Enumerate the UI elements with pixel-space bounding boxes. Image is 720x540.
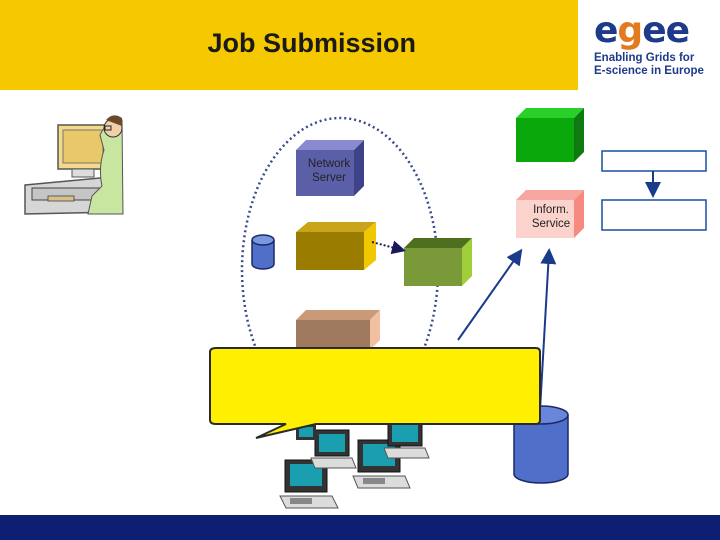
computing-element-icon	[279, 419, 430, 509]
header-bar: Job Submission	[0, 0, 578, 90]
footer-bar	[0, 515, 720, 540]
logo-tagline: Enabling Grids for E-science in Europe	[594, 52, 704, 77]
information-service-box	[516, 190, 584, 238]
information-service-label: Inform. Service	[531, 204, 571, 230]
network-server-box	[296, 140, 364, 196]
logging-service-box	[296, 310, 380, 350]
job-controller-box	[404, 238, 472, 286]
page-title: Job Submission	[207, 28, 416, 58]
callout-bubble	[209, 347, 541, 439]
arrow-to-information-service	[457, 248, 523, 341]
workload-manager-box	[296, 222, 376, 270]
resource-box	[516, 108, 584, 162]
database-icon	[251, 234, 275, 270]
egee-logo: egee Enabling Grids for E-science in Eur…	[578, 0, 720, 90]
dotted-arrow	[371, 240, 406, 255]
arrow-storage-to-information-service	[539, 248, 557, 411]
flow-box-bottom	[601, 199, 707, 231]
logo-wordmark: egee	[594, 10, 690, 51]
flow-box-top	[601, 150, 707, 172]
user-at-computer-icon	[24, 115, 124, 215]
network-server-label: Network Server	[307, 158, 351, 184]
